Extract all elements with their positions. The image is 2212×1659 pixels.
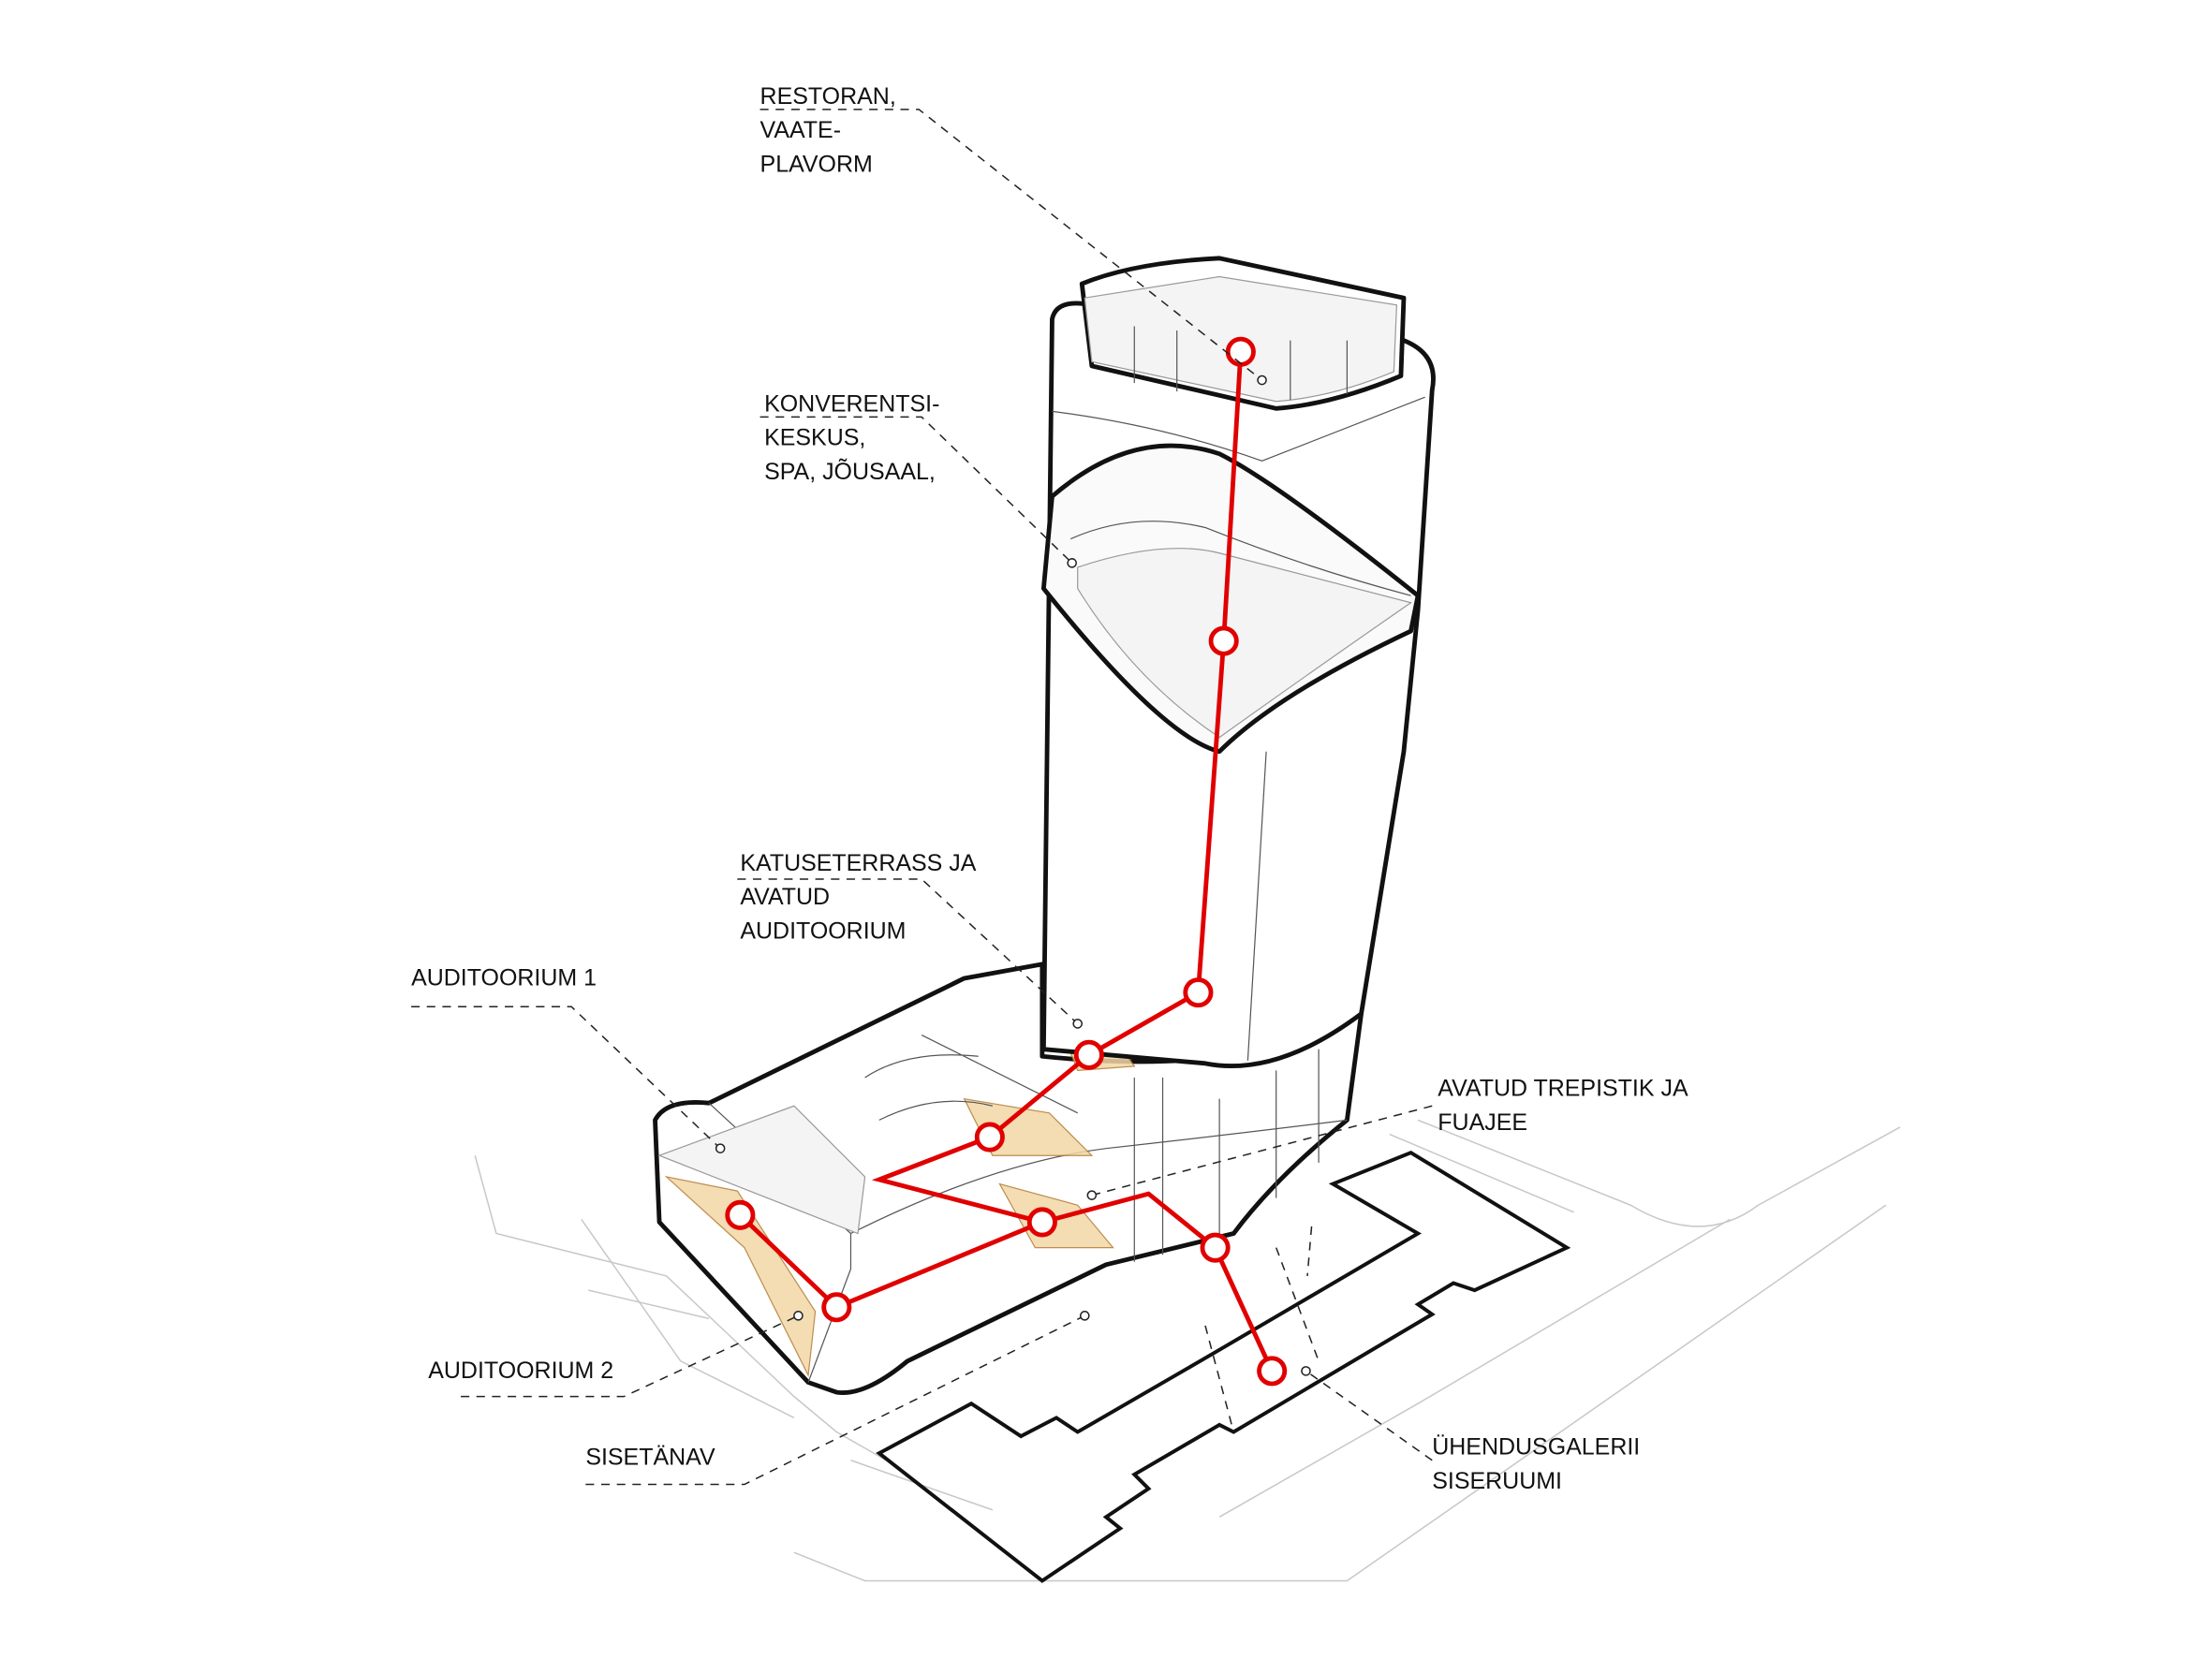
- route-node: [1225, 336, 1256, 367]
- circulation-route: [725, 336, 1288, 1387]
- label-avatud-trepistik: AVATUD TREPISTIK JA FUAJEE: [1438, 1076, 1688, 1136]
- route-node: [1183, 977, 1214, 1008]
- label-line: KONVERENTSI-: [764, 390, 939, 417]
- label-line: SPA, JÕUSAAL,: [764, 458, 936, 485]
- label-line: AVATUD TREPISTIK JA: [1438, 1076, 1688, 1102]
- label-line: KATUSETERRASS JA: [740, 850, 976, 876]
- label-line: AUDITOORIUM 2: [428, 1358, 613, 1384]
- label-line: VAATE-: [760, 117, 841, 143]
- label-line: SISERUUMI: [1432, 1468, 1562, 1494]
- gallery-dash-3: [1306, 1226, 1313, 1277]
- label-line: SISETÄNAV: [585, 1444, 715, 1470]
- tower: [1040, 256, 1436, 1068]
- route-node: [1026, 1207, 1057, 1238]
- route-node: [1073, 1039, 1104, 1070]
- gallery-dash-1: [1204, 1325, 1235, 1432]
- label-line: ÜHENDUSGALERII: [1432, 1434, 1640, 1461]
- label-restoran: RESTORAN, VAATE- PLAVORM: [760, 83, 896, 178]
- label-line: KESKUS,: [764, 425, 865, 451]
- label-katuseterrass: KATUSETERRASS JA AVATUD AUDITOORIUM: [740, 850, 976, 945]
- gallery-dash-2: [1275, 1247, 1320, 1362]
- label-line: AUDITOORIUM: [740, 918, 906, 945]
- label-konverentsikeskus: KONVERENTSI- KESKUS, SPA, JÕUSAAL,: [764, 390, 939, 485]
- route-node: [1257, 1356, 1288, 1387]
- label-line: FUAJEE: [1438, 1109, 1527, 1136]
- label-sisetanav: SISETÄNAV: [585, 1444, 715, 1470]
- label-line: PLAVORM: [760, 151, 873, 177]
- label-uhendusgalerii: ÜHENDUSGALERII SISERUUMI: [1432, 1434, 1640, 1494]
- route-node: [1208, 625, 1239, 656]
- route-node: [725, 1199, 756, 1230]
- route-node: [821, 1292, 852, 1323]
- label-line: AVATUD: [740, 884, 830, 910]
- site-plan: [474, 1119, 1901, 1582]
- label-auditoorium-1: AUDITOORIUM 1: [411, 965, 597, 991]
- route-node: [1200, 1232, 1231, 1263]
- label-line: RESTORAN,: [760, 83, 896, 110]
- leader-lines: [411, 109, 1433, 1486]
- route-line-tower: [871, 351, 1275, 1373]
- gallery-footprint: [876, 1151, 1571, 1583]
- route-node: [974, 1122, 1005, 1152]
- label-line: AUDITOORIUM 1: [411, 965, 597, 991]
- label-auditoorium-2: AUDITOORIUM 2: [428, 1358, 613, 1384]
